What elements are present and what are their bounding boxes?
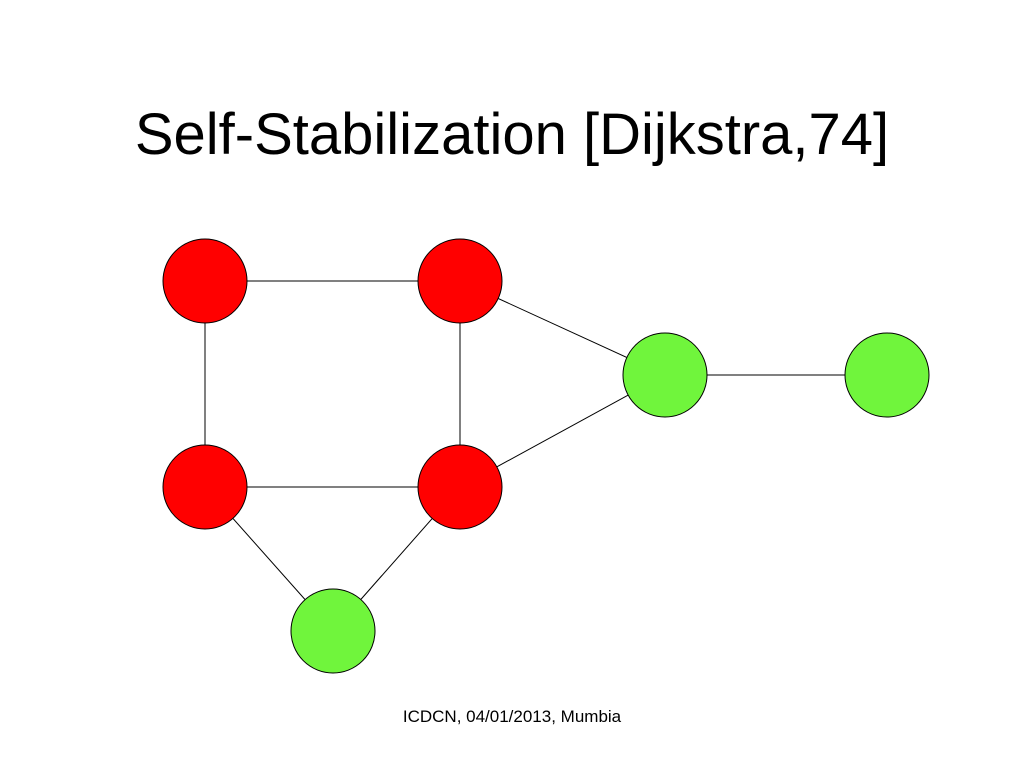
- graph-node-green-n4: [844, 332, 930, 418]
- graph-node-red-n1: [162, 238, 248, 324]
- graph-node-red-n2: [417, 238, 503, 324]
- graph-node-red-n6: [417, 444, 503, 530]
- edges-layer: [204, 280, 887, 632]
- slide-footer: ICDCN, 04/01/2013, Mumbia: [402, 707, 622, 726]
- graph-node-green-n3: [622, 332, 708, 418]
- graph-node-green-n7: [290, 588, 376, 674]
- nodes-layer: [162, 238, 930, 674]
- graph-node-red-n5: [162, 444, 248, 530]
- slide-title: Self-Stabilization [Dijkstra,74]: [134, 102, 890, 167]
